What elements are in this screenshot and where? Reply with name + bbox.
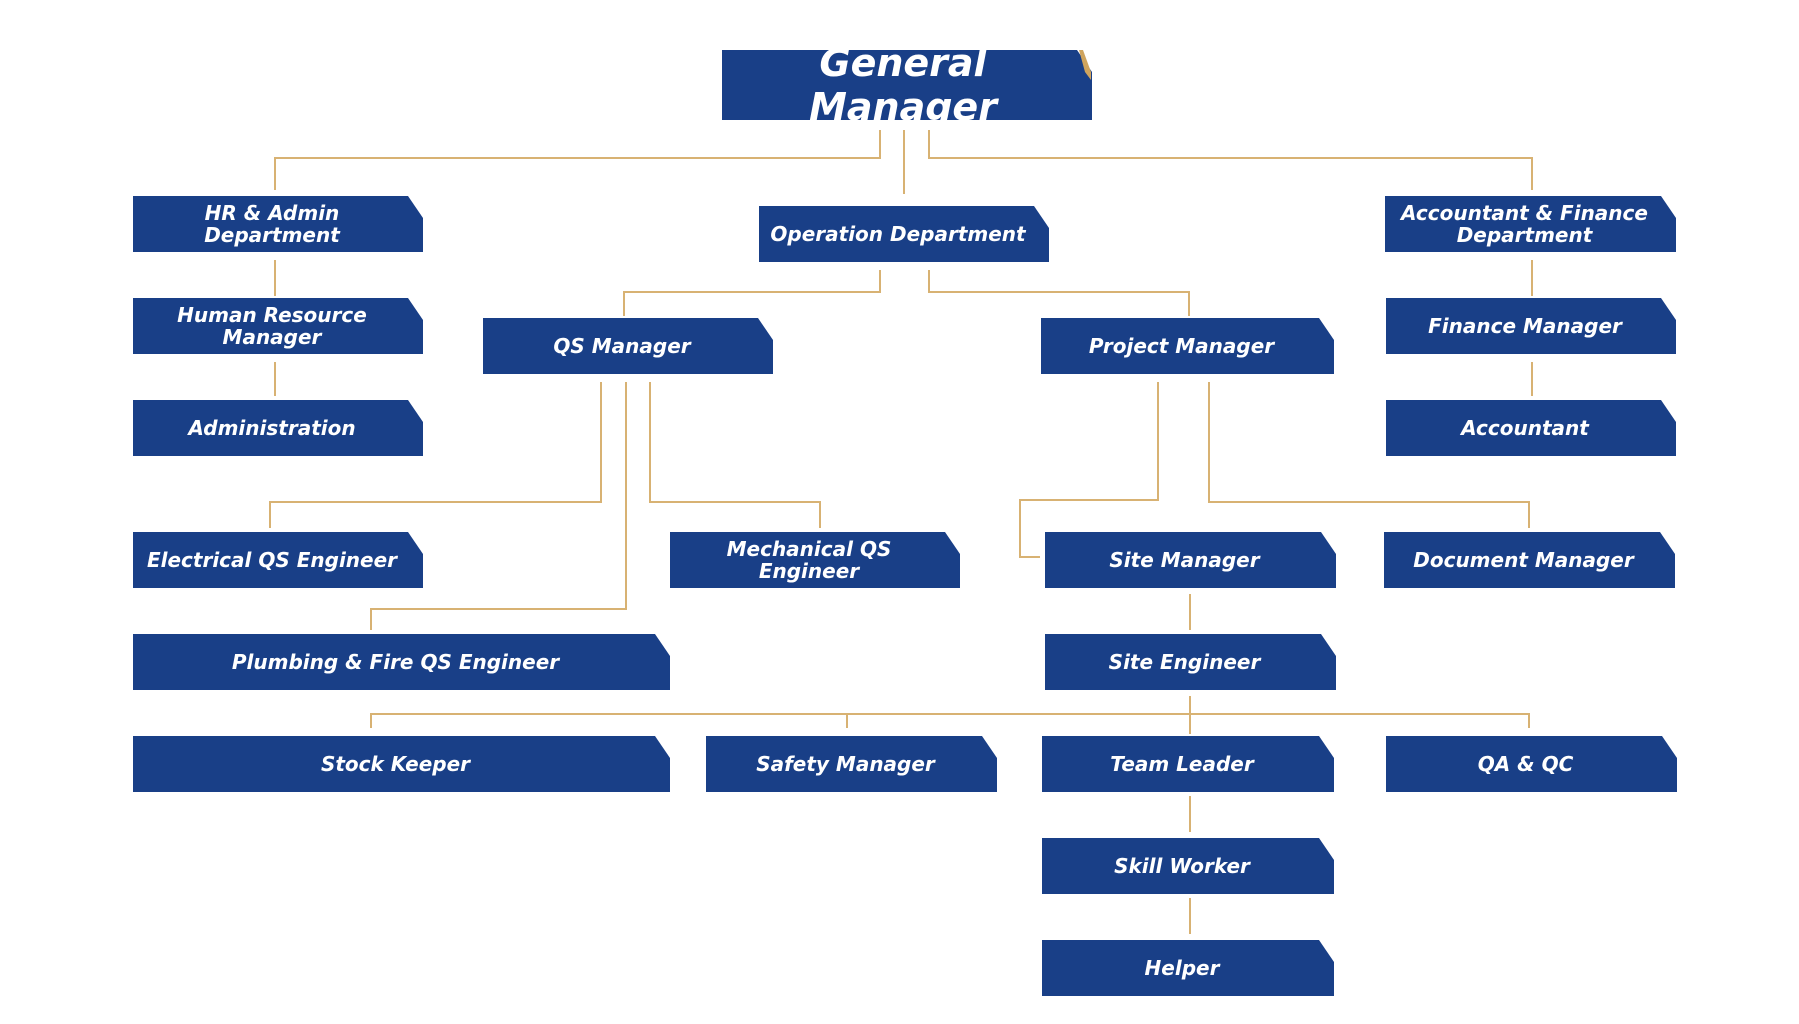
mechanical-qs-engineer-box: Mechanical QS Engineer bbox=[670, 532, 960, 588]
connector-project-site bbox=[1019, 382, 1159, 558]
hr-admin-department-box: HR & Admin Department bbox=[133, 196, 423, 252]
accountant-box: Accountant bbox=[1386, 400, 1676, 456]
connector-project-document bbox=[1208, 382, 1530, 528]
connector-bottom-bus bbox=[370, 713, 1530, 728]
electrical-qs-engineer-box: Electrical QS Engineer bbox=[133, 532, 423, 588]
qa-qc-box: QA & QC bbox=[1386, 736, 1677, 792]
human-resource-manager-box: Human Resource Manager bbox=[133, 298, 423, 354]
connector-qs-electrical bbox=[269, 382, 602, 528]
project-manager-box: Project Manager bbox=[1041, 318, 1334, 374]
skill-worker-box: Skill Worker bbox=[1042, 838, 1334, 894]
site-engineer-box: Site Engineer bbox=[1045, 634, 1336, 690]
team-leader-box: Team Leader bbox=[1042, 736, 1334, 792]
accountant-finance-department-box: Accountant & Finance Department bbox=[1385, 196, 1676, 252]
connector-operation-project bbox=[928, 270, 1190, 316]
site-manager-box: Site Manager bbox=[1045, 532, 1336, 588]
safety-manager-box: Safety Manager bbox=[706, 736, 997, 792]
finance-manager-box: Finance Manager bbox=[1386, 298, 1676, 354]
general-manager-box: General Manager bbox=[722, 50, 1092, 120]
connector-gm-accounts bbox=[928, 130, 1533, 190]
connector-gm-hr bbox=[274, 130, 881, 190]
connector-qs-mechanical bbox=[649, 382, 821, 528]
operation-department-box: Operation Department bbox=[759, 206, 1049, 262]
administration-box: Administration bbox=[133, 400, 423, 456]
helper-box: Helper bbox=[1042, 940, 1334, 996]
connector-operation-qs bbox=[623, 270, 881, 316]
document-manager-box: Document Manager bbox=[1384, 532, 1675, 588]
plumbing-fire-qs-engineer-box: Plumbing & Fire QS Engineer bbox=[133, 634, 670, 690]
qs-manager-box: QS Manager bbox=[483, 318, 773, 374]
connector-qs-plumbing bbox=[370, 382, 627, 630]
stock-keeper-box: Stock Keeper bbox=[133, 736, 670, 792]
